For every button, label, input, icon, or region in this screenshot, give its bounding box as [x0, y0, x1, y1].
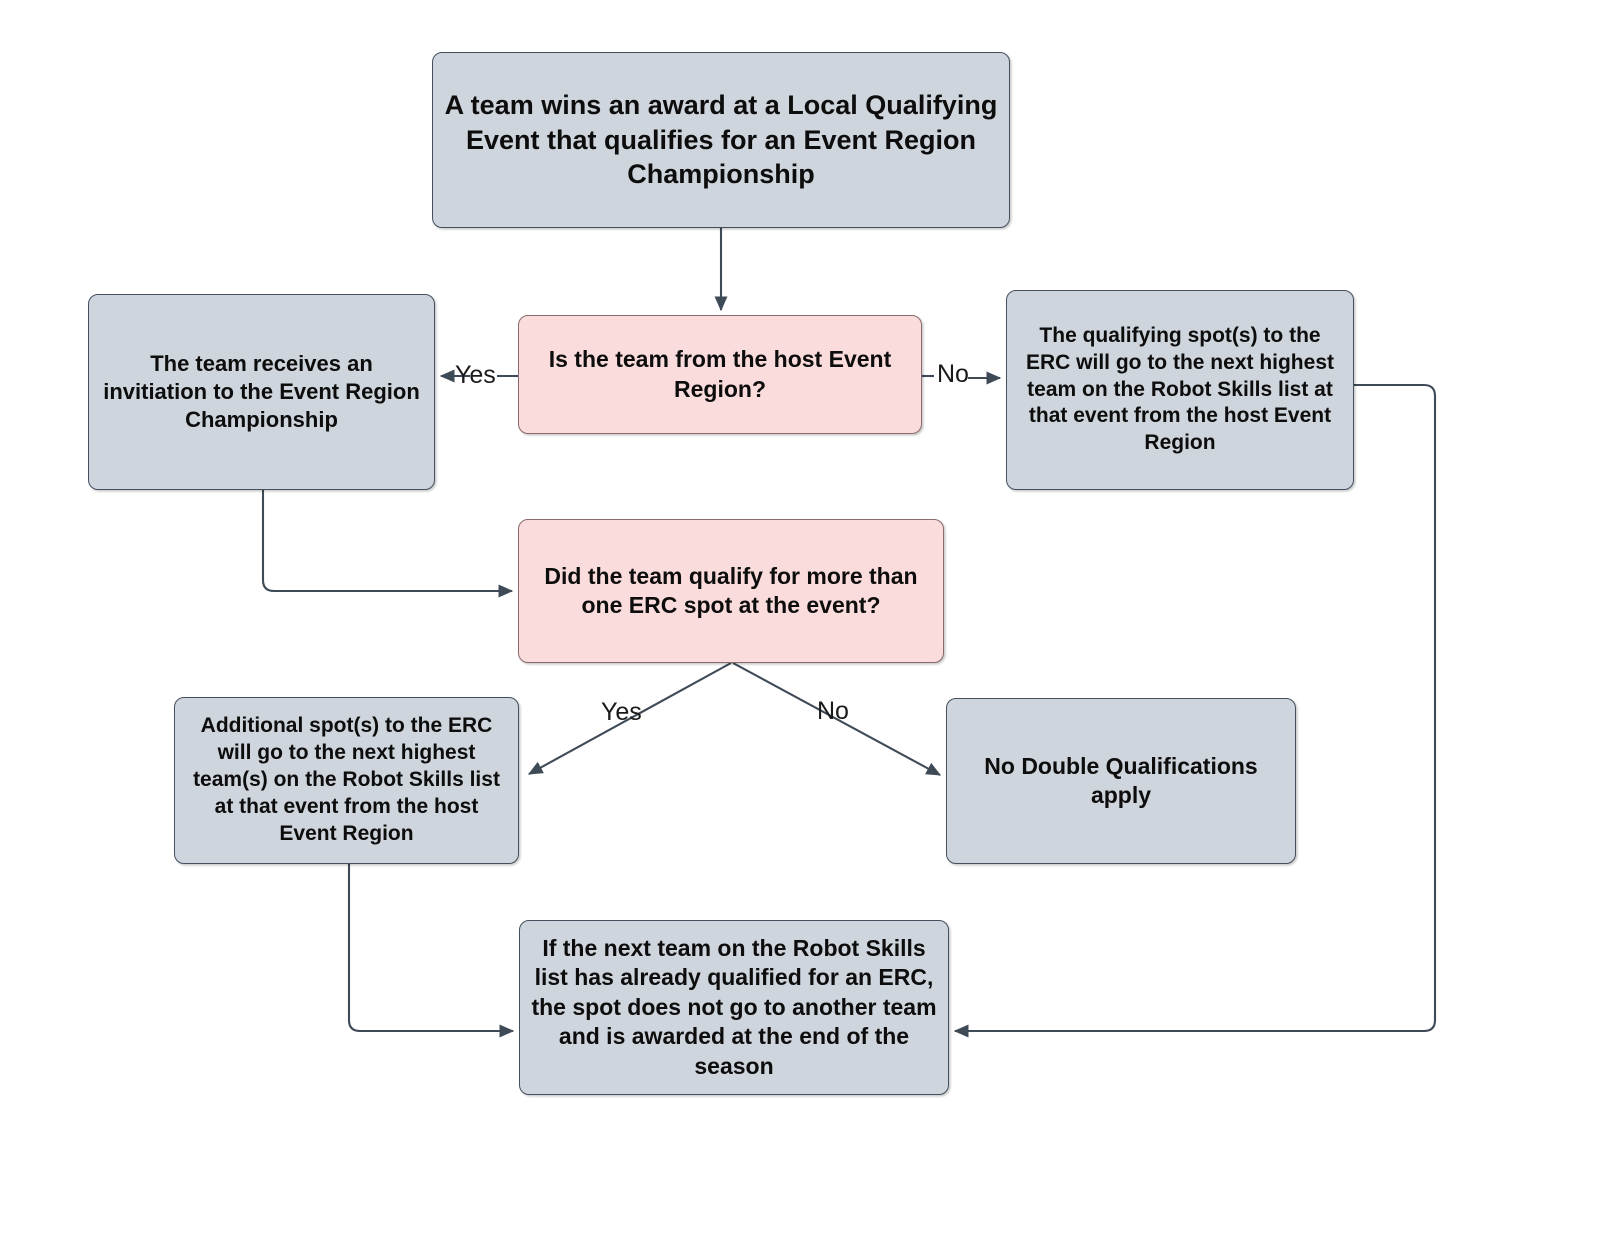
- edge-label-yes-host-region: Yes: [455, 361, 496, 389]
- edge-label-no-host-region: No: [937, 360, 969, 388]
- node-question-host-region[interactable]: Is the team from the host Event Region?: [518, 315, 922, 434]
- node-additional-spots[interactable]: Additional spot(s) to the ERC will go to…: [174, 697, 519, 864]
- node-no-double-qualifications[interactable]: No Double Qualifications apply: [946, 698, 1296, 864]
- node-invite-label: The team receives an invitiation to the …: [103, 350, 420, 433]
- node-question-multiple-spots[interactable]: Did the team qualify for more than one E…: [518, 519, 944, 663]
- node-start-label: A team wins an award at a Local Qualifyi…: [444, 90, 998, 190]
- edge-label-yes-multiple-spots: Yes: [601, 698, 642, 726]
- edge-additional-to-bottom: [347, 864, 515, 1038]
- node-start[interactable]: A team wins an award at a Local Qualifyi…: [432, 52, 1010, 228]
- node-question-host-region-label: Is the team from the host Event Region?: [548, 346, 892, 402]
- edge-label-no-multiple-spots: No: [817, 697, 849, 725]
- node-spot-awarded-end-of-season-label: If the next team on the Robot Skills lis…: [531, 934, 937, 1079]
- node-invite[interactable]: The team receives an invitiation to the …: [88, 294, 435, 490]
- node-additional-spots-label: Additional spot(s) to the ERC will go to…: [193, 714, 500, 845]
- node-no-double-qualifications-label: No Double Qualifications apply: [984, 752, 1258, 808]
- node-qualifying-spots-next-highest[interactable]: The qualifying spot(s) to the ERC will g…: [1006, 290, 1354, 490]
- node-spot-awarded-end-of-season[interactable]: If the next team on the Robot Skills lis…: [519, 920, 949, 1095]
- node-qualifying-spots-next-highest-label: The qualifying spot(s) to the ERC will g…: [1025, 323, 1334, 455]
- node-question-multiple-spots-label: Did the team qualify for more than one E…: [544, 562, 918, 618]
- edge-invite-to-question2: [261, 490, 514, 598]
